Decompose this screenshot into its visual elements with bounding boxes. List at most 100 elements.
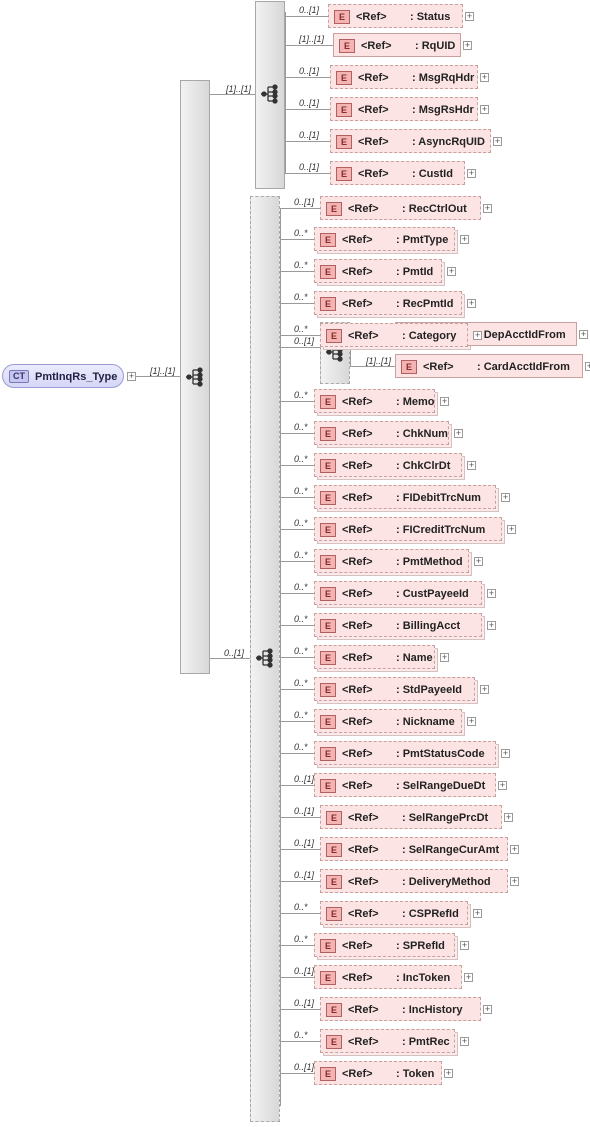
expand-name-button[interactable]: +: [440, 652, 449, 662]
element-name: : PmtType: [396, 234, 449, 246]
element-msg-rs-hdr[interactable]: E<Ref>: MsgRsHdr: [330, 97, 478, 121]
element-cardinality-label: 0..*: [294, 646, 308, 656]
expand-inc-history-button[interactable]: +: [483, 1004, 492, 1014]
expand-pmt-method-button[interactable]: +: [474, 556, 483, 566]
expand-chk-num-button[interactable]: +: [454, 428, 463, 438]
expand-memo-button[interactable]: +: [440, 396, 449, 406]
expand-pmt-rec-button[interactable]: +: [460, 1036, 469, 1046]
element-ref-label: <Ref>: [342, 428, 373, 440]
element-inc-token[interactable]: E<Ref>: IncToken: [314, 965, 462, 989]
element-name: : Memo: [396, 396, 435, 408]
expand-token-button[interactable]: +: [444, 1068, 453, 1078]
element-rec-ctrl-out[interactable]: E<Ref>: RecCtrlOut: [320, 196, 481, 220]
expand-cust-payee-id-button[interactable]: +: [487, 588, 496, 598]
expand-pmt-id-button[interactable]: +: [447, 266, 456, 276]
group2-element-connector: [280, 497, 314, 498]
element-inc-history[interactable]: E<Ref>: IncHistory: [320, 997, 481, 1021]
expand-category-button[interactable]: +: [473, 330, 482, 340]
element-cardinality-label: 0..[1]: [294, 870, 315, 880]
element-badge: E: [320, 619, 336, 633]
expand-cust-id-button[interactable]: +: [467, 168, 476, 178]
expand-rec-ctrl-out-button[interactable]: +: [483, 203, 492, 213]
element-name: : IncHistory: [402, 1004, 463, 1016]
element-name[interactable]: E<Ref>: Name: [314, 645, 435, 669]
expand-ficredit-trc-num-button[interactable]: +: [507, 524, 516, 534]
element-sel-range-due-dt[interactable]: E<Ref>: SelRangeDueDt: [314, 773, 496, 797]
element-pmt-type[interactable]: E<Ref>: PmtType: [314, 227, 455, 251]
expand-cspref-id-button[interactable]: +: [473, 908, 482, 918]
element-card-acct-id-from[interactable]: E<Ref>: CardAcctIdFrom: [395, 354, 583, 378]
expand-pmt-status-code-button[interactable]: +: [501, 748, 510, 758]
expand-std-payee-id-button[interactable]: +: [480, 684, 489, 694]
expand-sel-range-prc-dt-button[interactable]: +: [504, 812, 513, 822]
element-async-rq-uid[interactable]: E<Ref>: AsyncRqUID: [330, 129, 491, 153]
expand-rec-pmt-id-button[interactable]: +: [467, 298, 476, 308]
element-fidebit-trc-num[interactable]: E<Ref>: FIDebitTrcNum: [314, 485, 496, 509]
element-chk-clr-dt[interactable]: E<Ref>: ChkClrDt: [314, 453, 462, 477]
element-pmt-rec[interactable]: E<Ref>: PmtRec: [320, 1029, 455, 1053]
element-ficredit-trc-num[interactable]: E<Ref>: FICreditTrcNum: [314, 517, 502, 541]
group2-element-connector: [280, 303, 314, 304]
element-delivery-method[interactable]: E<Ref>: DeliveryMethod: [320, 869, 508, 893]
expand-inc-token-button[interactable]: +: [464, 972, 473, 982]
expand-async-rq-uid-button[interactable]: +: [493, 136, 502, 146]
expand-delivery-method-button[interactable]: +: [510, 876, 519, 886]
element-sel-range-cur-amt[interactable]: E<Ref>: SelRangeCurAmt: [320, 837, 508, 861]
element-msg-rq-hdr[interactable]: E<Ref>: MsgRqHdr: [330, 65, 478, 89]
element-nickname[interactable]: E<Ref>: Nickname: [314, 709, 462, 733]
element-name: : RqUID: [415, 40, 456, 52]
element-spref-id[interactable]: E<Ref>: SPRefId: [314, 933, 455, 957]
element-cust-id[interactable]: E<Ref>: CustId: [330, 161, 465, 185]
group2-element-connector: [280, 593, 314, 594]
element-ref-label: <Ref>: [348, 1004, 379, 1016]
element-pmt-method[interactable]: E<Ref>: PmtMethod: [314, 549, 469, 573]
expand-msg-rq-hdr-button[interactable]: +: [480, 72, 489, 82]
group1-connector-line: [210, 94, 255, 95]
expand-chk-clr-dt-button[interactable]: +: [467, 460, 476, 470]
expand-dep-acct-id-from-button[interactable]: +: [579, 329, 588, 339]
group2-element-connector: [280, 753, 314, 754]
element-ref-label: <Ref>: [342, 972, 373, 984]
group2-element-connector: [280, 208, 320, 209]
element-cust-payee-id[interactable]: E<Ref>: CustPayeeId: [314, 581, 482, 605]
element-cardinality-label: 0..[1]: [299, 5, 320, 15]
element-token[interactable]: E<Ref>: Token: [314, 1061, 442, 1085]
expand-sel-range-cur-amt-button[interactable]: +: [510, 844, 519, 854]
group2-element-connector: [280, 913, 320, 914]
expand-nickname-button[interactable]: +: [467, 716, 476, 726]
element-rq-uid[interactable]: E<Ref>: RqUID: [333, 33, 461, 57]
element-category[interactable]: E<Ref>: Category: [320, 323, 468, 347]
element-status[interactable]: E<Ref>: Status: [328, 4, 463, 28]
element-ref-label: <Ref>: [342, 234, 373, 246]
choice-element-connector: [350, 366, 395, 367]
element-rec-pmt-id[interactable]: E<Ref>: RecPmtId: [314, 291, 462, 315]
element-name: : IncToken: [396, 972, 451, 984]
expand-billing-acct-button[interactable]: +: [487, 620, 496, 630]
element-ref-label: <Ref>: [342, 396, 373, 408]
expand-sel-range-due-dt-button[interactable]: +: [498, 780, 507, 790]
expand-pmt-type-button[interactable]: +: [460, 234, 469, 244]
element-cspref-id[interactable]: E<Ref>: CSPRefId: [320, 901, 468, 925]
expand-fidebit-trc-num-button[interactable]: +: [501, 492, 510, 502]
element-pmt-status-code[interactable]: E<Ref>: PmtStatusCode: [314, 741, 496, 765]
root-cardinality-label: [1]..[1]: [150, 366, 176, 376]
expand-spref-id-button[interactable]: +: [460, 940, 469, 950]
element-memo[interactable]: E<Ref>: Memo: [314, 389, 435, 413]
element-name: : SelRangeCurAmt: [402, 844, 500, 856]
group2-element-connector: [280, 689, 314, 690]
group2-element-connector: [280, 817, 320, 818]
complex-type-box[interactable]: CT PmtInqRs_Type: [2, 364, 124, 388]
group2-element-connector: [280, 977, 314, 978]
element-std-payee-id[interactable]: E<Ref>: StdPayeeId: [314, 677, 475, 701]
element-ref-label: <Ref>: [348, 203, 379, 215]
element-chk-num[interactable]: E<Ref>: ChkNum: [314, 421, 449, 445]
element-ref-label: <Ref>: [348, 876, 379, 888]
expand-status-button[interactable]: +: [465, 11, 474, 21]
element-billing-acct[interactable]: E<Ref>: BillingAcct: [314, 613, 482, 637]
element-sel-range-prc-dt[interactable]: E<Ref>: SelRangePrcDt: [320, 805, 502, 829]
complex-type-expand-button[interactable]: +: [127, 371, 136, 381]
expand-msg-rs-hdr-button[interactable]: +: [480, 104, 489, 114]
expand-card-acct-id-from-button[interactable]: +: [585, 362, 590, 371]
expand-rq-uid-button[interactable]: +: [463, 40, 472, 50]
element-pmt-id[interactable]: E<Ref>: PmtId: [314, 259, 442, 283]
